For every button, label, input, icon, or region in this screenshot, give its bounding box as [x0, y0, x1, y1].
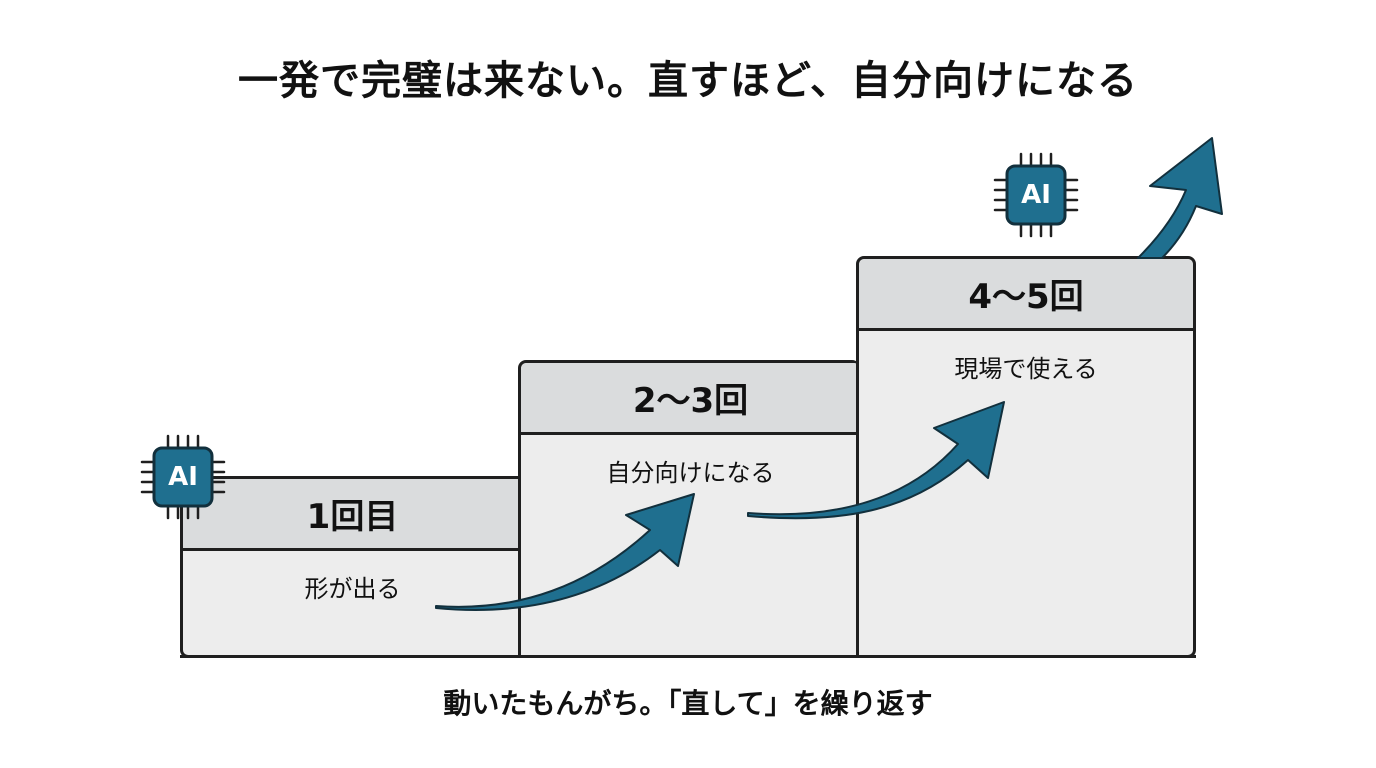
arrow-2 — [747, 401, 1005, 520]
ai-chip-icon: AI — [138, 432, 228, 522]
step-1-description: 形が出る — [304, 575, 401, 603]
step-3-panel: 4〜5回 現場で使える — [856, 256, 1196, 658]
chip-label: AI — [1021, 180, 1051, 210]
chip-label: AI — [168, 462, 198, 492]
caption: 動いたもんがち。「直して」を繰り返す — [443, 687, 933, 720]
chip-icon — [993, 152, 1079, 238]
step-2-label: 2〜3回 — [521, 363, 860, 435]
arrow-3 — [1137, 137, 1223, 259]
page-title: 一発で完璧は来ない。直すほど、自分向けになる — [238, 58, 1138, 104]
chip-icon — [140, 434, 226, 520]
step-2-description: 自分向けになる — [606, 459, 775, 487]
ai-chip-icon: AI — [991, 150, 1081, 240]
baseline — [180, 655, 1196, 658]
step-1-label: 1回目 — [183, 479, 522, 551]
step-1-panel: 1回目 形が出る — [180, 476, 522, 658]
step-3-label: 4〜5回 — [859, 259, 1193, 331]
step-3-description: 現場で使える — [954, 355, 1098, 383]
arrow-1 — [435, 493, 695, 611]
step-2-panel: 2〜3回 自分向けになる — [518, 360, 860, 658]
